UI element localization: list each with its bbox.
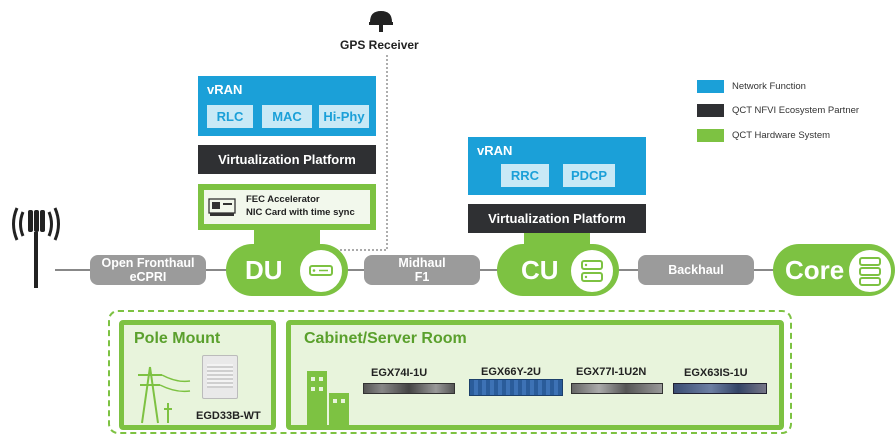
- legend-label: QCT Hardware System: [732, 130, 831, 141]
- du-hardware-line1: FEC Accelerator: [246, 194, 320, 205]
- midhaul-line1: Midhaul: [398, 256, 446, 270]
- server-icon: [309, 265, 333, 276]
- server-rack-icon: [859, 257, 881, 286]
- server-image-egx74i: [363, 383, 455, 394]
- gps-receiver-label: GPS Receiver: [340, 38, 419, 52]
- cabinet-title: Cabinet/Server Room: [304, 330, 467, 347]
- device-grille: [207, 364, 233, 388]
- du-vran-title: vRAN: [207, 82, 243, 97]
- cu-virtualization-platform: Virtualization Platform: [468, 204, 646, 233]
- cu-function-pdcp: PDCP: [563, 164, 615, 187]
- server-image-egx66y: [469, 379, 563, 396]
- legend-label: Network Function: [732, 81, 806, 92]
- server-label: EGX77I-1U2N: [576, 366, 647, 378]
- server-label: EGX74I-1U: [371, 367, 428, 379]
- fronthaul-line1: Open Fronthaul: [101, 256, 195, 270]
- backhaul-label: Backhaul: [668, 263, 724, 277]
- building-icon: [307, 371, 349, 427]
- cabinet-panel: Cabinet/Server Room EGX74I-1U EGX66Y-2U …: [286, 320, 784, 430]
- midhaul-line2: F1: [414, 270, 430, 284]
- cu-vran-block: vRAN RRC PDCP: [468, 137, 646, 195]
- backhaul-link: Backhaul: [638, 255, 754, 285]
- power-pole-icon: [138, 366, 191, 424]
- server-image-egx63is: [673, 383, 767, 394]
- legend-item: QCT NFVI Ecosystem Partner: [697, 104, 859, 117]
- fronthaul-line2: eCPRI: [129, 270, 167, 284]
- pole-mount-title: Pole Mount: [134, 330, 221, 347]
- egd33b-device-image: [202, 355, 238, 399]
- legend-swatch-hardware-system: [697, 129, 724, 142]
- legend-label: QCT NFVI Ecosystem Partner: [732, 105, 860, 116]
- du-server-icon: [298, 248, 344, 294]
- server-image-egx77i: [571, 383, 663, 394]
- du-virtualization-platform: Virtualization Platform: [198, 145, 376, 174]
- cu-function-rrc: RRC: [501, 164, 549, 187]
- du-function-hi-phy: Hi-Phy: [319, 105, 369, 128]
- du-hardware-inner: FEC Accelerator NIC Card with time sync: [204, 190, 370, 224]
- pole-mount-model: EGD33B-WT: [196, 410, 261, 422]
- du-function-rlc: RLC: [207, 105, 253, 128]
- core-server-icon: [847, 248, 893, 294]
- server-label: EGX66Y-2U: [481, 366, 541, 378]
- nic-card-icon: [208, 198, 236, 216]
- du-function-mac: MAC: [262, 105, 312, 128]
- server-stack-icon: [581, 260, 603, 282]
- cu-connector: [524, 233, 590, 246]
- legend-item: QCT Hardware System: [697, 129, 830, 142]
- cu-server-icon: [569, 248, 615, 294]
- legend-item: Network Function: [697, 80, 806, 93]
- du-vran-block: vRAN RLC MAC Hi-Phy: [198, 76, 376, 136]
- server-label: EGX63IS-1U: [684, 367, 748, 379]
- legend-swatch-ecosystem-partner: [697, 104, 724, 117]
- midhaul-link: Midhaul F1: [364, 255, 480, 285]
- du-node-label: DU: [245, 254, 283, 285]
- du-hardware-line2: NIC Card with time sync: [246, 207, 355, 218]
- deployment-frame: [108, 310, 792, 434]
- pole-mount-panel: Pole Mount EGD33B-WT: [119, 320, 276, 430]
- cu-vran-title: vRAN: [477, 143, 513, 158]
- du-hardware-block: FEC Accelerator NIC Card with time sync: [198, 184, 376, 230]
- legend-swatch-network-function: [697, 80, 724, 93]
- gps-antenna-icon: [369, 11, 393, 32]
- core-node-label: Core: [785, 254, 845, 285]
- open-fronthaul-link: Open Fronthaul eCPRI: [90, 255, 206, 285]
- cu-node-label: CU: [521, 254, 559, 285]
- du-connector: [254, 230, 320, 246]
- radio-tower-icon: [12, 207, 60, 288]
